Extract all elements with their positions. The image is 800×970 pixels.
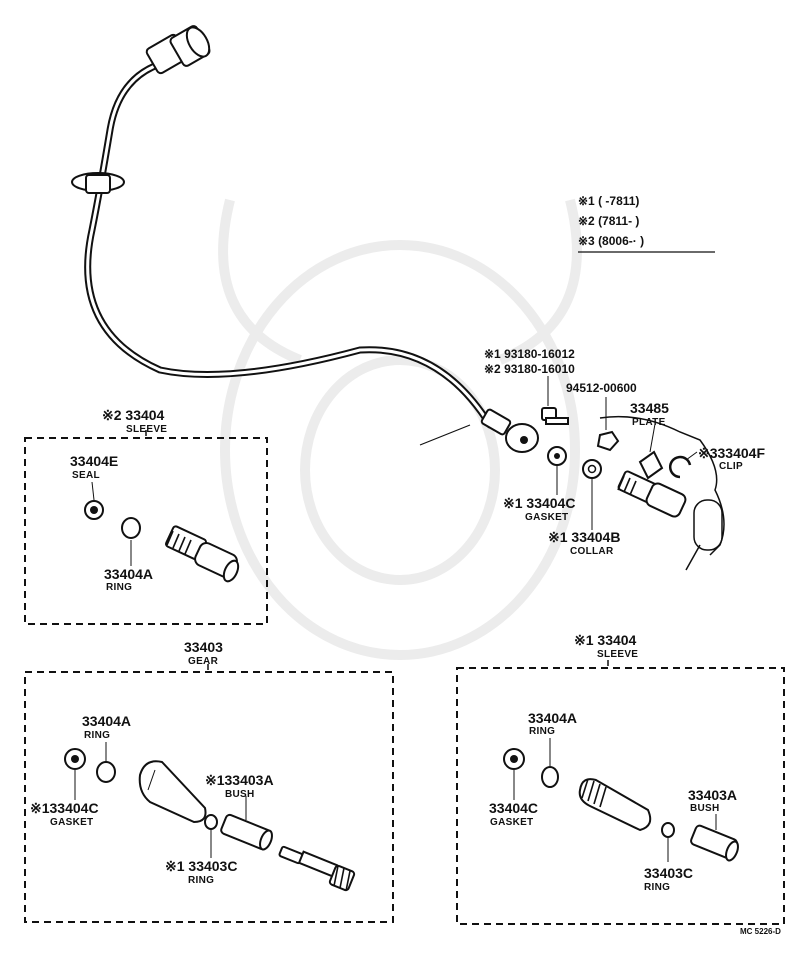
gear-gasket-number: ※133404C: [30, 800, 99, 816]
clip-number: ※333404F: [698, 445, 765, 461]
gear-cone-part: [138, 760, 207, 824]
ring-left-description: RING: [106, 582, 132, 593]
gear-small-ring-part: [204, 814, 218, 830]
sleeve-box-left: ※2 33404 SLEEVE 33404E SEAL 33404A RING: [24, 407, 268, 625]
gear-ring-description: RING: [84, 730, 110, 741]
sleeve-box-right: ※1 33404 SLEEVE 33404A RING 33404C GASKE…: [456, 632, 785, 925]
gear-ring-part: [96, 761, 116, 783]
sleeve-right-gasket-description: GASKET: [490, 817, 533, 828]
sleeve-box-left-frame: [24, 437, 268, 625]
gear-box: 33403 GEAR 33404A RING ※133404C GASKET ※…: [24, 639, 394, 923]
collar-number: ※1 33404B: [548, 529, 620, 545]
gear-bush-number: ※133403A: [205, 772, 274, 788]
sleeve-box-right-frame: [456, 667, 785, 925]
legend-note-1: ※1 ( -7811): [578, 194, 639, 208]
screw-part: [541, 407, 569, 425]
sleeve-right-body-part: [578, 778, 652, 832]
sleeve-right-ring-number: 33404A: [528, 710, 577, 726]
driven-gear-shaft-part: [278, 845, 356, 892]
plate-part: [638, 450, 664, 480]
collar-description: COLLAR: [570, 546, 614, 557]
sleeve-left-title-description: SLEEVE: [126, 424, 167, 435]
gear-gasket-part: [64, 748, 86, 770]
speedometer-cable: [71, 25, 539, 453]
sleeve-right-ring2-number: 33403C: [644, 865, 693, 881]
sleeve-right-gasket-number: 33404C: [489, 800, 538, 816]
gear-title-description: GEAR: [188, 656, 219, 667]
seal-part: [84, 500, 104, 520]
gear-ring-number: 33404A: [82, 713, 131, 729]
sleeve-right-ring-description: RING: [529, 726, 555, 737]
screw-label-1: ※1 93180-16012: [484, 347, 575, 361]
diagram-code: MC 5226-D: [740, 927, 781, 936]
gear-bush-description: BUSH: [225, 789, 255, 800]
sleeve-right-title-description: SLEEVE: [597, 649, 638, 660]
production-date-legend: ※1 ( -7811) ※2 (7811- ) ※3 (8006-· ): [578, 194, 715, 253]
legend-note-3: ※3 (8006-· ): [578, 234, 644, 248]
gear-ring2-number: ※1 33403C: [165, 858, 237, 874]
collar-part: [582, 459, 602, 479]
plate-description: PLATE: [632, 417, 666, 428]
nut-part: [596, 430, 620, 452]
screw-label-2: ※2 93180-16010: [484, 362, 575, 376]
gasket-description-top: GASKET: [525, 512, 568, 523]
sleeve-right-ring2-description: RING: [644, 882, 670, 893]
sleeve-part-left: [165, 525, 240, 583]
gasket-part-top: [547, 446, 567, 466]
gasket-number-top: ※1 33404C: [503, 495, 575, 511]
seal-description: SEAL: [72, 470, 100, 481]
gear-bush-part: [220, 813, 273, 851]
sleeve-thread: [617, 475, 637, 496]
ring-left-number: 33404A: [104, 566, 153, 582]
sleeve-right-ring-part: [541, 766, 559, 788]
seal-number: 33404E: [70, 453, 118, 469]
sleeve-right-bush-part: [690, 824, 739, 862]
sleeve-part-top: [617, 470, 687, 518]
sleeve-right-title-number: ※1 33404: [574, 632, 637, 648]
watermark-emblem: [218, 198, 582, 660]
clip-part: [668, 455, 692, 479]
gear-title-number: 33403: [184, 639, 223, 655]
top-callouts: [547, 376, 698, 530]
legend-note-2: ※2 (7811- ): [578, 214, 639, 228]
nut-label: 94512-00600: [566, 381, 637, 395]
sleeve-right-small-ring-part: [661, 822, 675, 838]
gear-gasket-description: GASKET: [50, 817, 93, 828]
sleeve-right-bush-description: BUSH: [690, 803, 720, 814]
plate-number: 33485: [630, 400, 669, 416]
gear-box-frame: [24, 671, 394, 923]
sleeve-left-title-number: ※2 33404: [102, 407, 165, 423]
transmission-housing-outline: [599, 415, 725, 571]
sleeve-right-bush-number: 33403A: [688, 787, 737, 803]
sleeve-right-gasket-part: [503, 748, 525, 770]
ring-part-left: [121, 517, 141, 539]
gear-ring2-description: RING: [188, 875, 214, 886]
clip-description: CLIP: [719, 461, 743, 472]
